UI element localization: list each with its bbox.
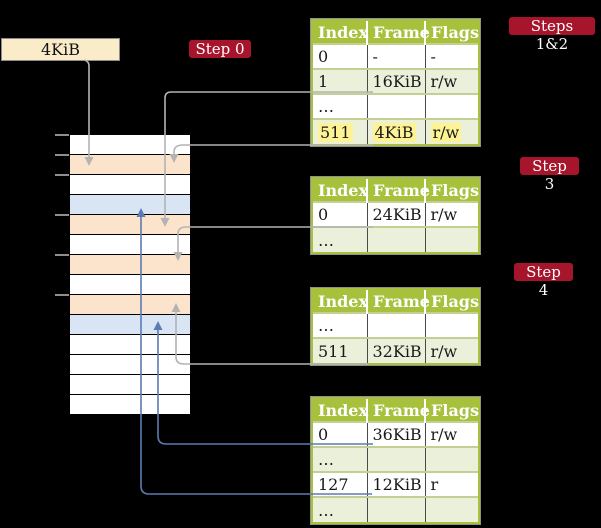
- memory-row-8-page-table: [70, 295, 190, 315]
- column-header-flags: Flags: [425, 399, 479, 422]
- cr3-value-box: 4KiB: [1, 38, 120, 61]
- column-header-flags: Flags: [425, 179, 479, 202]
- table-row-3: …: [313, 496, 478, 522]
- table-cell: …: [313, 226, 368, 252]
- memory-tick: [55, 154, 69, 156]
- table-cell: 127: [313, 471, 368, 497]
- memory-row-13-empty: [70, 395, 190, 415]
- table-cell: …: [313, 93, 368, 119]
- table-cell: [367, 312, 426, 338]
- badge-step-3: Step 3: [520, 157, 579, 193]
- table-cell: [367, 93, 426, 119]
- table-cell: 511: [313, 118, 368, 144]
- highlighted-value: 511: [318, 122, 353, 142]
- table-cell: [425, 446, 478, 472]
- table-cell: r: [425, 471, 478, 497]
- memory-tick: [55, 254, 69, 256]
- table-row-0: 0--: [313, 43, 478, 69]
- table-cell: r/w: [425, 118, 478, 144]
- table-cell: 511: [313, 337, 368, 363]
- memory-tick: [55, 134, 69, 136]
- table-cell: [367, 496, 426, 522]
- table-cell: -: [367, 43, 426, 69]
- table-cell: 4KiB: [367, 118, 426, 144]
- table-cell: [367, 446, 426, 472]
- column-header-frame: Frame: [367, 179, 430, 202]
- badge-step-0: Step 0: [189, 40, 251, 58]
- table-cell: 1: [313, 68, 368, 94]
- memory-tick: [55, 174, 69, 176]
- memory-row-12-empty: [70, 375, 190, 395]
- table-cell: r/w: [425, 68, 478, 94]
- table-cell: [425, 93, 478, 119]
- table-cell: …: [313, 312, 368, 338]
- cr3-value-label: 4KiB: [40, 40, 80, 59]
- memory-row-7-empty: [70, 275, 190, 295]
- table-cell: -: [425, 43, 478, 69]
- table-cell: r/w: [425, 421, 478, 447]
- table-cell: r/w: [425, 337, 478, 363]
- highlighted-value: 4KiB: [372, 122, 416, 142]
- badge-step-4: Step 4: [514, 263, 573, 299]
- table-cell: 0: [313, 43, 368, 69]
- badge-steps-1-2: Steps 1&2: [509, 17, 595, 53]
- column-header-flags: Flags: [425, 290, 479, 313]
- table-cell: 0: [313, 421, 368, 447]
- table-row-2: …: [313, 93, 478, 119]
- memory-row-2-empty: [70, 175, 190, 195]
- column-header-frame: Frame: [367, 21, 430, 44]
- table-cell: [425, 226, 478, 252]
- memory-row-1-page-table: [70, 155, 190, 175]
- table-cell: [425, 312, 478, 338]
- memory-row-11-empty: [70, 355, 190, 375]
- column-header-frame: Frame: [367, 290, 430, 313]
- table-cell: r/w: [425, 201, 478, 227]
- table-cell: 12KiB: [367, 471, 426, 497]
- table-cell: 24KiB: [367, 201, 426, 227]
- column-header-flags: Flags: [425, 21, 479, 44]
- table-cell: 36KiB: [367, 421, 426, 447]
- table-cell: 0: [313, 201, 368, 227]
- column-header-index: Index: [313, 179, 368, 202]
- column-header-index: Index: [313, 21, 368, 44]
- column-header-frame: Frame: [367, 399, 430, 422]
- memory-row-9-mapped-page: [70, 315, 190, 335]
- table-row-1: …: [313, 226, 478, 252]
- table-row-3: 511 4KiB r/w: [313, 118, 478, 144]
- table-cell: [425, 496, 478, 522]
- column-header-index: Index: [313, 399, 368, 422]
- memory-row-6-page-table: [70, 255, 190, 275]
- memory-row-3-mapped-page: [70, 195, 190, 215]
- table-row-1: …: [313, 446, 478, 472]
- column-header-index: Index: [313, 290, 368, 313]
- table-cell: …: [313, 496, 368, 522]
- highlighted-value: r/w: [430, 122, 462, 142]
- memory-tick: [55, 294, 69, 296]
- table-cell: 32KiB: [367, 337, 426, 363]
- memory-column: [70, 135, 190, 415]
- table-row-0: …: [313, 312, 478, 338]
- table-cell: 16KiB: [367, 68, 426, 94]
- memory-row-4-page-table: [70, 215, 190, 235]
- memory-row-10-empty: [70, 335, 190, 355]
- memory-row-0-empty: [70, 135, 190, 155]
- table-cell: …: [313, 446, 368, 472]
- memory-tick: [55, 214, 69, 216]
- table-cell: [367, 226, 426, 252]
- memory-row-5-empty: [70, 235, 190, 255]
